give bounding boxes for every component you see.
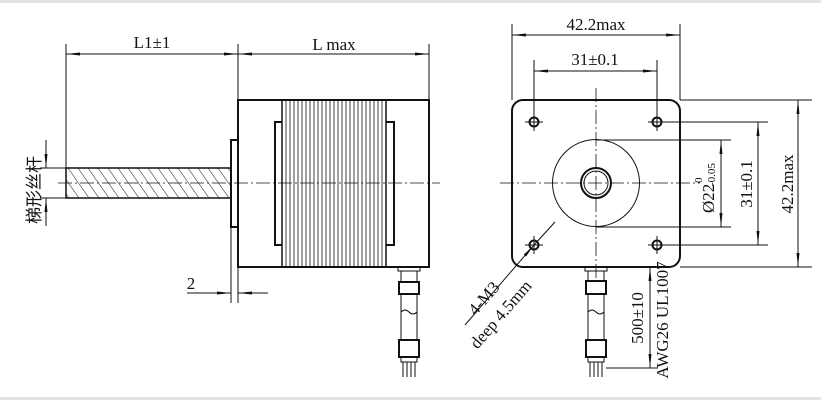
side-cable [397,266,421,377]
hole-spacing-h-label: 31±0.1 [571,50,619,69]
boss-tol-upper: 0 [693,177,705,183]
offset-label: 2 [187,274,196,293]
stator-step [274,121,282,246]
boss-tol-lower: -0.05 [706,163,718,186]
flange-boss [230,139,239,228]
hole-leader [533,221,556,246]
width-label: 42.2max [566,15,626,34]
cable-spec-label: AWG26 UL1007 [653,261,672,379]
hole-leader [464,244,535,326]
lmax-label: L max [312,35,356,54]
height-label: 42.2max [778,154,797,214]
stator-laminations [281,99,387,268]
stator-step [386,121,395,246]
l1-label: L1±1 [134,33,171,52]
mounting-holes [525,113,666,254]
cable-length-label: 500±10 [628,292,647,344]
front-cable [584,266,608,377]
boss-diameter-annotation: Ø22 0 -0.05 [693,163,718,213]
screw-label: 梯形丝杆 [25,156,44,224]
side-view: L1±1 L max 梯形丝杆 2 [25,33,440,377]
boss-diameter-label: Ø22 [699,184,718,213]
front-view: 42.2max 31±0.1 Ø22 0 -0.05 31±0.1 [464,15,812,379]
hole-spacing-v-label: 31±0.1 [737,160,756,208]
